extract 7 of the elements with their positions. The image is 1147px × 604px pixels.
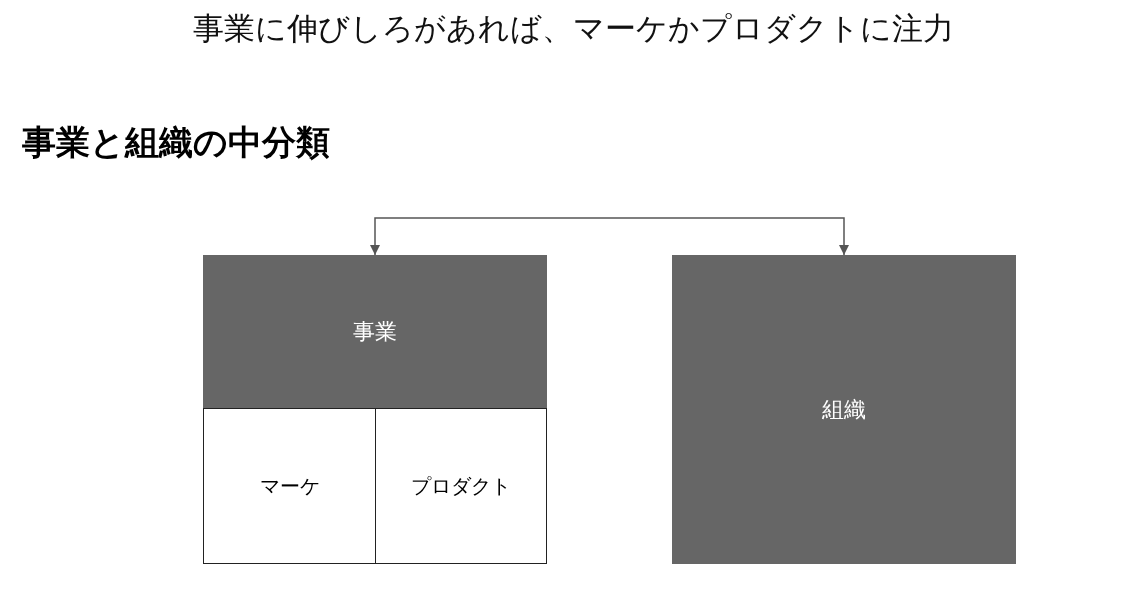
- process-box: マーケ: [203, 408, 376, 564]
- slide-title: 事業と組織の中分類: [22, 121, 330, 164]
- arrow: [370, 217, 849, 256]
- headline-text: 事業に伸びしろがあれば、マーケかプロダクトに注力: [193, 10, 954, 46]
- process-box: 事業: [203, 255, 547, 409]
- process-box: 組織: [672, 255, 1016, 564]
- process-box: プロダクト: [375, 408, 547, 564]
